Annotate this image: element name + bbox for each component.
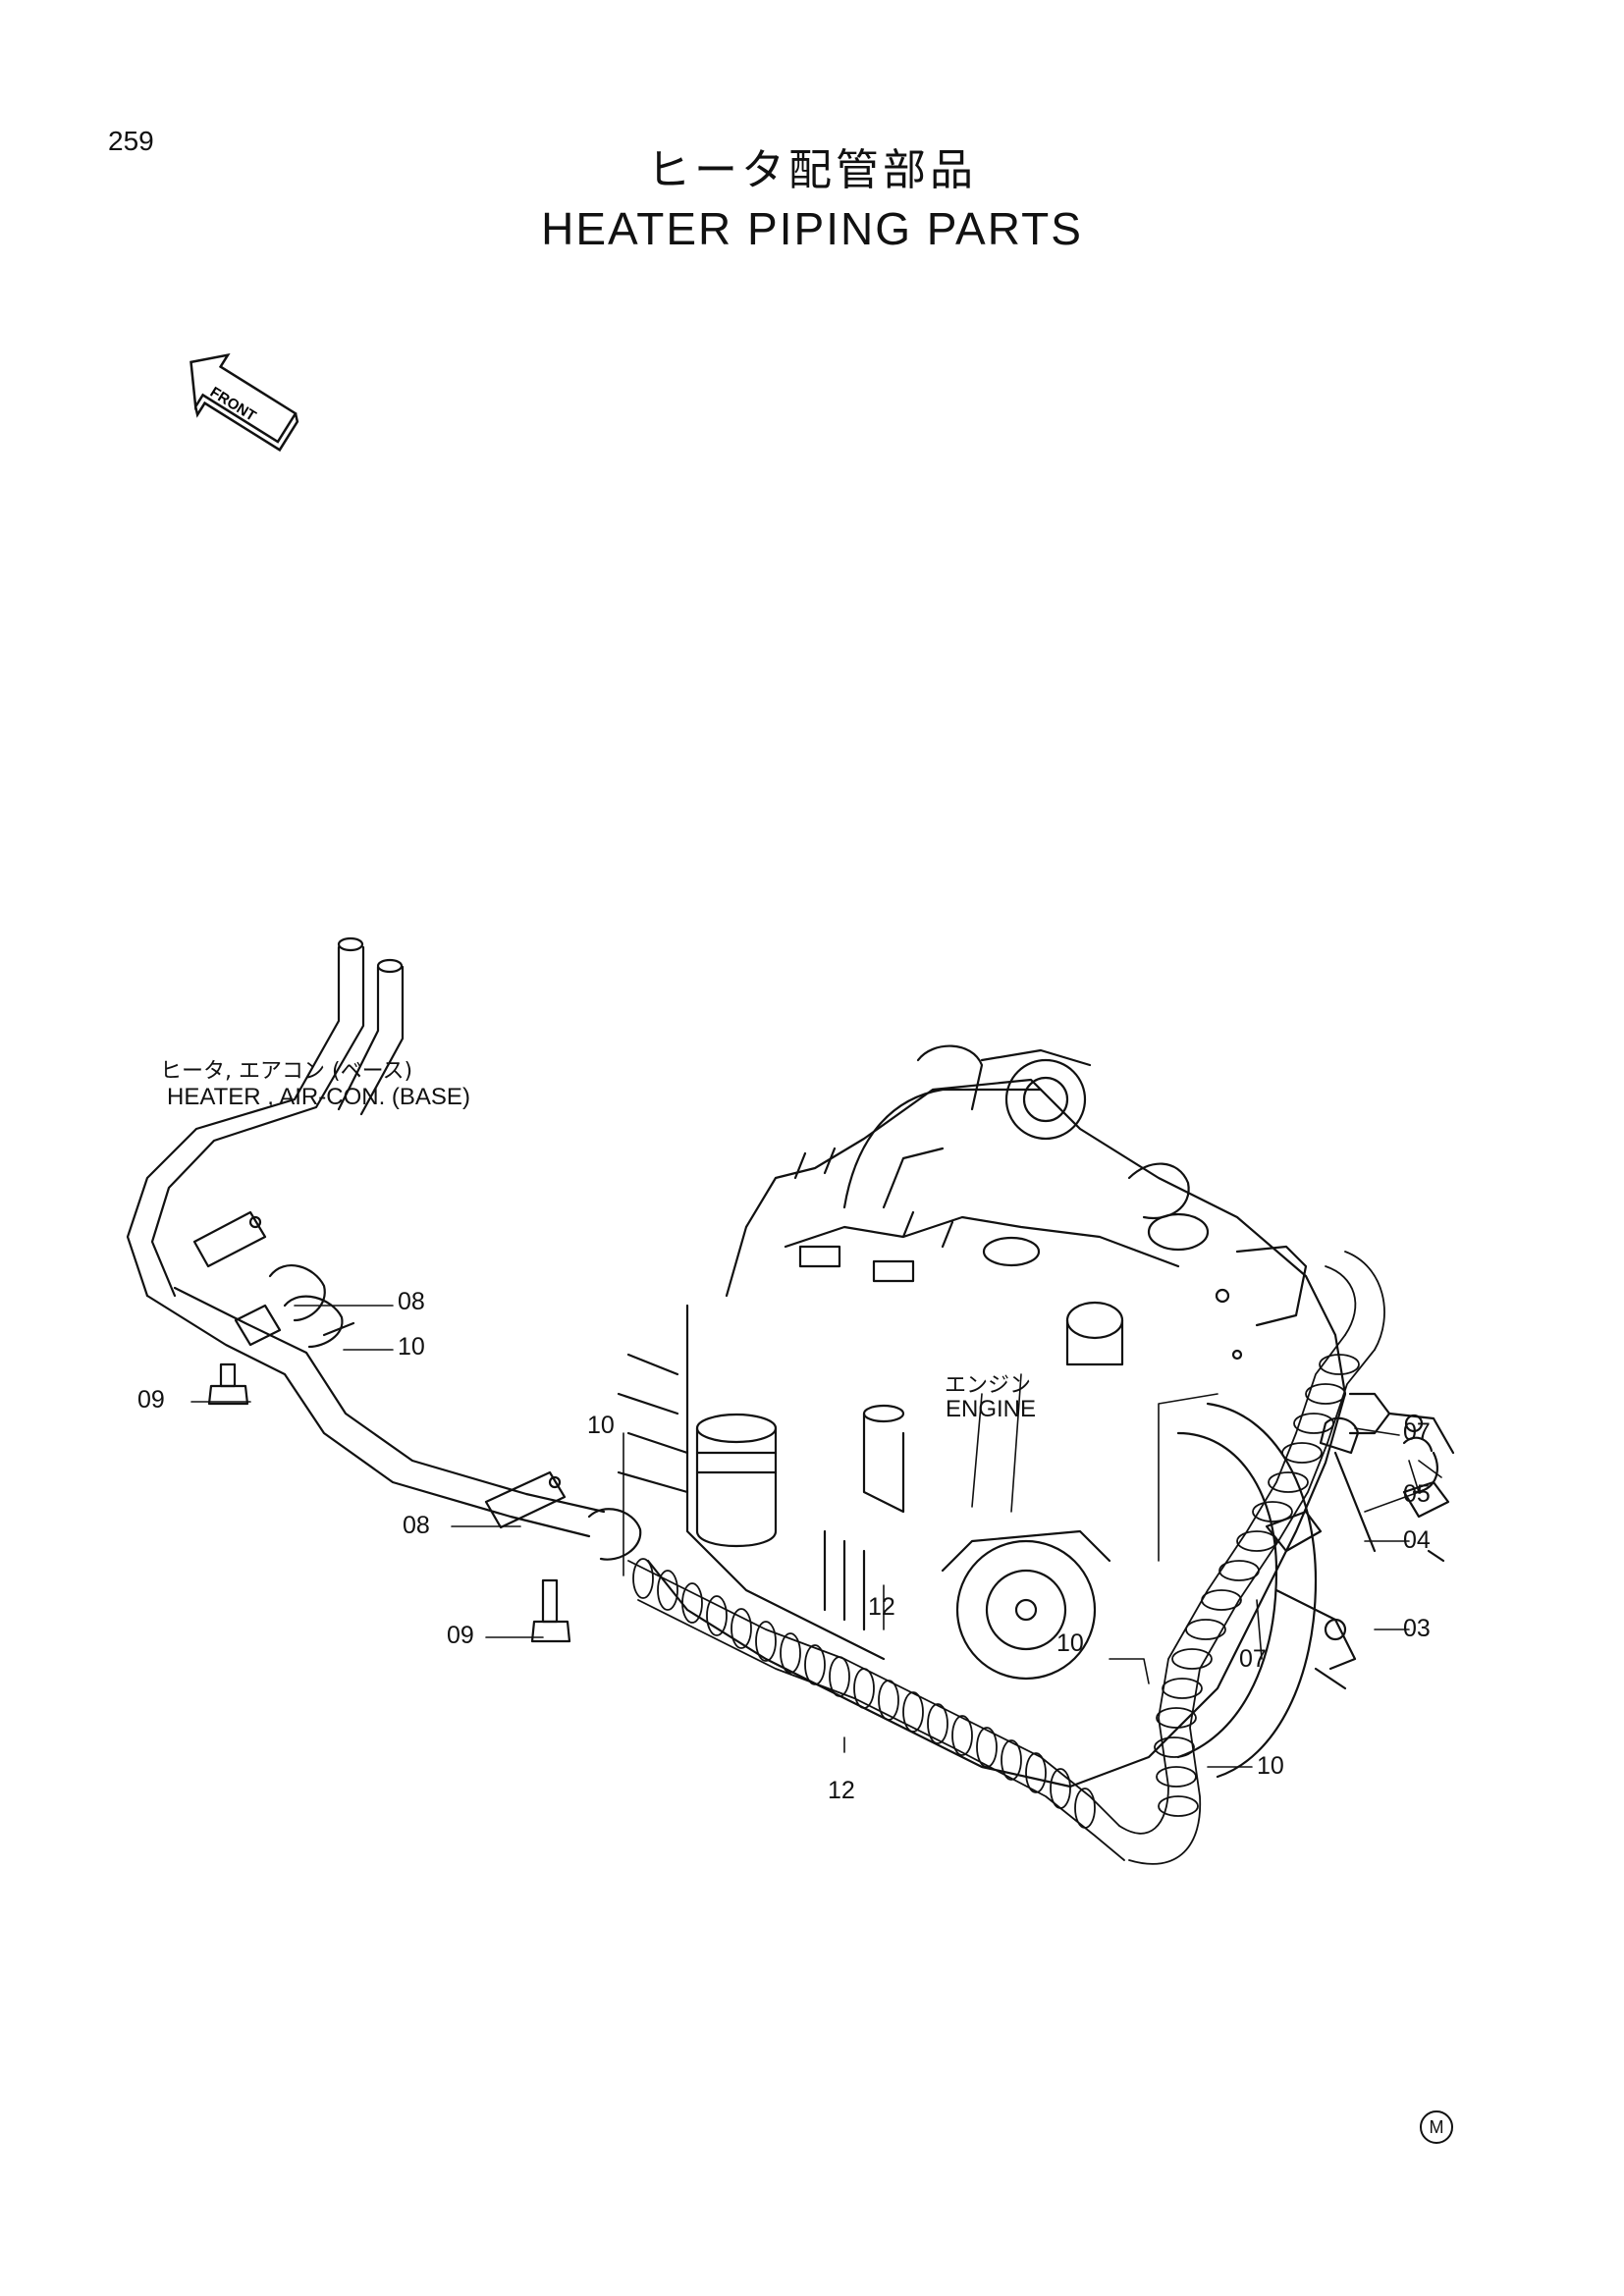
callout-08-top: 08 [398, 1288, 425, 1315]
title-japanese: ヒータ配管部品 [647, 145, 977, 195]
corrugated-hose-12 [627, 1251, 1385, 1865]
callout-09-top: 09 [137, 1386, 165, 1414]
heater-label-jp: ヒータ, エアコン (ベース) [160, 1059, 413, 1084]
left-heater-pipe [145, 1286, 606, 1538]
callout-05: 05 [1403, 1480, 1431, 1508]
pipe-clamps [192, 1210, 642, 1561]
callout-07-top: 07 [1403, 1418, 1431, 1446]
heater-label-en: HEATER , AIR-CON. (BASE) [167, 1084, 470, 1110]
callout-12-bottom: 12 [828, 1777, 855, 1804]
callout-03: 03 [1403, 1615, 1431, 1642]
hose-ribs [632, 1558, 1096, 1829]
callout-04: 04 [1403, 1526, 1431, 1554]
page-number: 259 [108, 126, 154, 156]
right-fittings [1265, 1392, 1455, 1690]
callout-10-center: 10 [1056, 1629, 1084, 1657]
m-mark-icon: M [1420, 2110, 1453, 2144]
engine-label-en: ENGINE [946, 1396, 1037, 1422]
bolts-09 [207, 1362, 571, 1643]
callout-08-mid: 08 [403, 1512, 430, 1539]
heater-hose-stubs [126, 936, 405, 1298]
engine-label-jp: エンジン [945, 1373, 1032, 1398]
callout-07-bottom: 07 [1239, 1645, 1267, 1673]
title-english: HEATER PIPING PARTS [541, 203, 1083, 255]
callout-10-top: 10 [398, 1333, 425, 1361]
front-direction-arrow-icon: FRONT [189, 353, 299, 453]
callout-10-mid: 10 [587, 1412, 615, 1439]
title-block: ヒータ配管部品 HEATER PIPING PARTS [0, 145, 1624, 255]
leader-lines [190, 1305, 1442, 1768]
hose-ribs-vertical [1154, 1354, 1360, 1817]
callout-09-bottom: 09 [447, 1622, 474, 1649]
callout-12-mid: 12 [868, 1593, 895, 1621]
callout-10-bottom: 10 [1257, 1752, 1284, 1780]
engine-block [617, 1044, 1347, 1789]
